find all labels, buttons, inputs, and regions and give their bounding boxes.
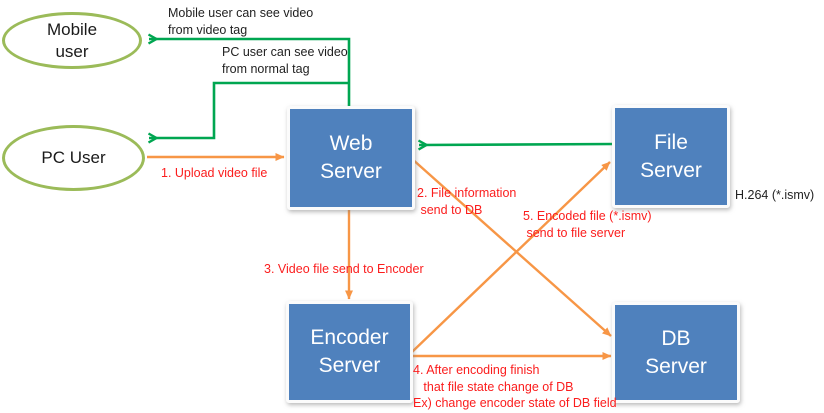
label-mobile-video-tag: Mobile user can see video from video tag [168, 6, 314, 37]
arrow-webserver-to-pcuser [149, 81, 349, 138]
label-step4-encoding-finish: 4. After encoding finish that file state… [413, 363, 617, 410]
label-step1-upload: 1. Upload video file [161, 166, 268, 180]
node-mobile-user: Mobile user [2, 12, 142, 69]
label-step3-send-encoder: 3. Video file send to Encoder [264, 262, 424, 276]
node-pc-user: PC User [2, 125, 145, 191]
node-web-server: Web Server [287, 106, 415, 210]
label-pc-normal-tag: PC user can see video from normal tag [222, 45, 348, 76]
arrow-webserver-to-dbserver [410, 157, 612, 337]
node-db-server: DB Server [612, 302, 740, 403]
label-h264-format: H.264 (*.ismv) [735, 188, 815, 202]
label-step5-encoded-file: 5. Encoded file (*.ismv) send to file se… [523, 209, 652, 240]
arrow-encoder-to-fileserver [411, 161, 611, 353]
arrow-webserver-to-mobileuser [149, 39, 351, 109]
arrow-fileserver-to-webserver [419, 144, 616, 145]
node-encoder-server: Encoder Server [286, 301, 413, 403]
label-step2-file-info: 2. File information send to DB [417, 186, 517, 217]
node-file-server: File Server [612, 105, 730, 208]
